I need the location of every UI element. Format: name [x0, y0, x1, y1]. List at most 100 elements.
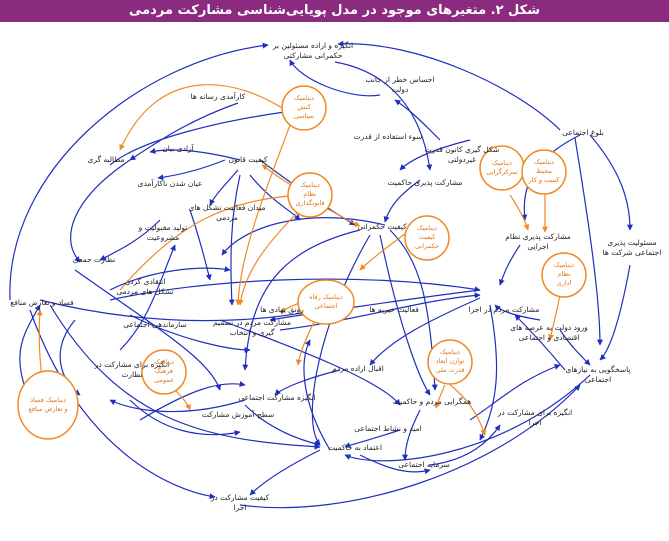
cluster-circles [17, 85, 587, 440]
link [274, 369, 341, 396]
cluster-circle [404, 215, 450, 261]
node-abuse-of-power: سوء استفاده از قدرت [353, 132, 423, 141]
link [344, 429, 401, 448]
link [237, 209, 301, 306]
link [242, 229, 361, 371]
causal-loop-diagram [9, 40, 633, 509]
node-institutional-prosperity: رونق نهادی ها [260, 305, 304, 314]
link [244, 404, 321, 447]
node-social-participation-motivation: انگیزه مشارکت اجتماعی [238, 393, 316, 402]
node-demand-making: مطالبه گری [87, 155, 125, 164]
link [119, 192, 301, 291]
node-trust-in-government: اعتماد به حاکمیت [327, 443, 383, 452]
link [174, 389, 191, 411]
link [109, 278, 481, 301]
link [574, 137, 603, 346]
link [99, 219, 161, 261]
link [548, 294, 561, 341]
link [289, 59, 381, 97]
link [109, 107, 301, 166]
node-social-organization: سازماندهی اجتماعی [123, 320, 187, 329]
cluster-circle [287, 172, 333, 218]
link [469, 364, 561, 421]
node-people-will: اقبال اراده مردم [332, 364, 384, 373]
cluster-circle [427, 339, 473, 385]
orange-links [36, 84, 561, 436]
link [70, 159, 131, 263]
link [129, 399, 241, 436]
link [402, 409, 421, 461]
cluster-circle [541, 252, 587, 298]
link [559, 329, 591, 366]
node-media-efficiency: کارآمدی رسانه ها [190, 92, 246, 101]
link [479, 304, 498, 441]
node-participation-execution: مشارکت مردم در اجرا [468, 305, 540, 314]
link [394, 99, 441, 141]
link [344, 374, 591, 462]
node-corruption-conflict: فساد و تعارض منافع [10, 298, 74, 307]
node-revealing-inefficiency: عیان شدن ناکارآمدی [137, 179, 203, 188]
link [359, 229, 411, 271]
link [369, 297, 481, 366]
link [589, 134, 633, 231]
cluster-circle [297, 279, 355, 325]
link [221, 217, 386, 256]
link [219, 319, 401, 406]
link [189, 209, 212, 281]
link [239, 384, 581, 509]
link [9, 42, 269, 301]
link [29, 309, 216, 500]
cluster-circle [141, 349, 187, 395]
node-social-maturity: بلوغ اجتماعی [562, 128, 604, 137]
link [235, 124, 291, 306]
link [109, 399, 246, 413]
link [359, 454, 431, 475]
node-freedom-of-speech: آزادی بیان [162, 144, 194, 153]
link [119, 84, 286, 151]
link [399, 139, 471, 171]
node-governance-quality: کیفیت حکمرانی [357, 222, 407, 231]
node-hope-vitality: امید و نشاط اجتماعی [354, 424, 422, 433]
node-people-government-convergence: همگرایی مردم و حاکمیت [392, 397, 472, 406]
link [303, 339, 331, 451]
link [383, 179, 421, 223]
link [228, 174, 241, 306]
link [337, 40, 561, 131]
link [498, 244, 521, 286]
link [129, 102, 239, 161]
link [494, 304, 541, 321]
node-government-participation: مشارکت پذیری حاکمیت [387, 178, 463, 187]
cluster-circle [17, 370, 79, 440]
link [139, 381, 246, 421]
link [249, 449, 321, 496]
node-charity-activity: فعالیت خیریه ها [369, 305, 419, 314]
link [379, 234, 431, 396]
link [129, 314, 251, 353]
link [149, 148, 241, 161]
link [49, 304, 321, 450]
link [249, 174, 301, 221]
node-law-quality: کیفیت قانون [228, 155, 268, 164]
